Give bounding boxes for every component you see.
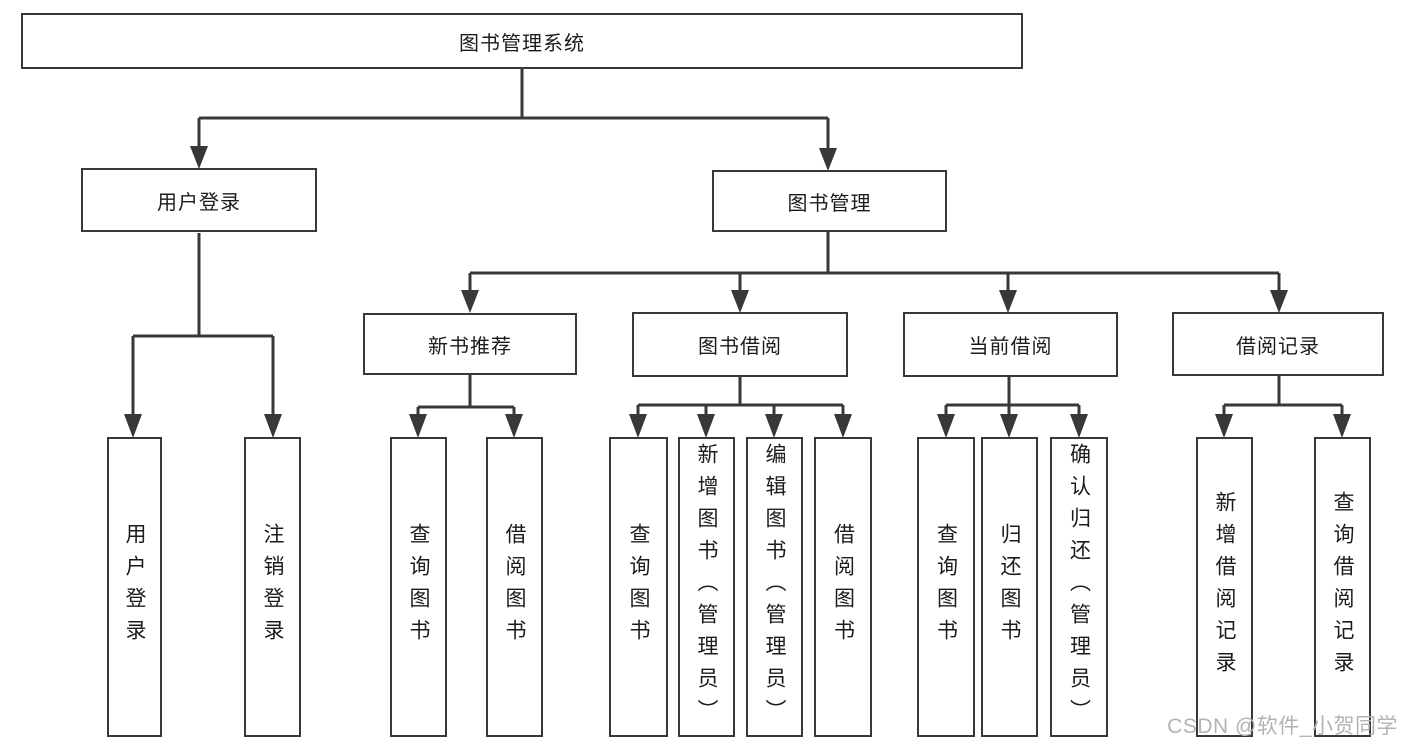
edge-book-management-to-level3 [468, 232, 1281, 291]
leaf-borrow-books: 借阅图书 [814, 437, 872, 737]
leaf-logout-label: 注销登录 [261, 523, 284, 651]
leaf-add-book-admin-label: 新增图书（管理员） [695, 443, 718, 731]
leaf-recommend-query-books-label: 查询图书 [407, 523, 430, 651]
leaf-confirm-return-admin: 确认归还（管理员） [1050, 437, 1108, 737]
leaf-return-books: 归还图书 [981, 437, 1038, 737]
leaf-recommend-query-books: 查询图书 [390, 437, 447, 737]
leaf-return-books-label: 归还图书 [998, 523, 1021, 651]
leaf-borrow-books-label: 借阅图书 [831, 523, 855, 651]
leaf-add-book-admin: 新增图书（管理员） [678, 437, 735, 737]
leaf-user-login-label: 用户登录 [123, 523, 146, 651]
node-user-login: 用户登录 [81, 168, 317, 232]
node-new-book-recommend: 新书推荐 [363, 313, 577, 375]
leaf-query-borrow-record-label: 查询借阅记录 [1331, 491, 1354, 683]
leaf-current-query-books: 查询图书 [917, 437, 975, 737]
leaf-query-borrow-record: 查询借阅记录 [1314, 437, 1371, 737]
edge-borrow-records-to-leaves [1222, 376, 1344, 416]
edge-current-borrow-to-leaves [944, 377, 1081, 416]
leaf-borrow-query-books-label: 查询图书 [627, 523, 650, 651]
leaf-edit-book-admin-label: 编辑图书（管理员） [763, 443, 786, 731]
leaf-logout: 注销登录 [244, 437, 301, 737]
leaf-recommend-borrow-books-label: 借阅图书 [503, 523, 526, 651]
node-borrow-records: 借阅记录 [1172, 312, 1384, 376]
edge-root-to-level2 [197, 69, 830, 149]
node-book-borrow-label: 图书借阅 [698, 336, 782, 358]
leaf-add-borrow-record: 新增借阅记录 [1196, 437, 1253, 737]
leaf-edit-book-admin: 编辑图书（管理员） [746, 437, 803, 737]
leaf-recommend-borrow-books: 借阅图书 [486, 437, 543, 737]
leaf-borrow-query-books: 查询图书 [609, 437, 668, 737]
edge-user-login-to-leaves [131, 233, 275, 416]
node-borrow-records-label: 借阅记录 [1236, 335, 1320, 358]
node-new-book-recommend-label: 新书推荐 [428, 335, 512, 358]
node-current-borrow: 当前借阅 [903, 312, 1118, 377]
leaf-current-query-books-label: 查询图书 [934, 523, 958, 651]
leaf-add-borrow-record-label: 新增借阅记录 [1213, 491, 1236, 683]
edge-book-borrow-to-leaves [636, 377, 845, 416]
node-book-management: 图书管理 [712, 170, 947, 232]
node-book-management-label: 图书管理 [787, 192, 872, 215]
node-user-login-label: 用户登录 [157, 191, 241, 214]
edge-new-book-recommend-to-leaves [416, 375, 516, 416]
node-current-borrow-label: 当前借阅 [968, 336, 1053, 358]
arrowheads [124, 146, 1351, 438]
node-root-system: 图书管理系统 [21, 13, 1023, 69]
node-book-borrow: 图书借阅 [632, 312, 848, 377]
leaf-user-login: 用户登录 [107, 437, 162, 737]
leaf-confirm-return-admin-label: 确认归还（管理员） [1067, 443, 1091, 731]
node-root-label: 图书管理系统 [459, 32, 585, 55]
